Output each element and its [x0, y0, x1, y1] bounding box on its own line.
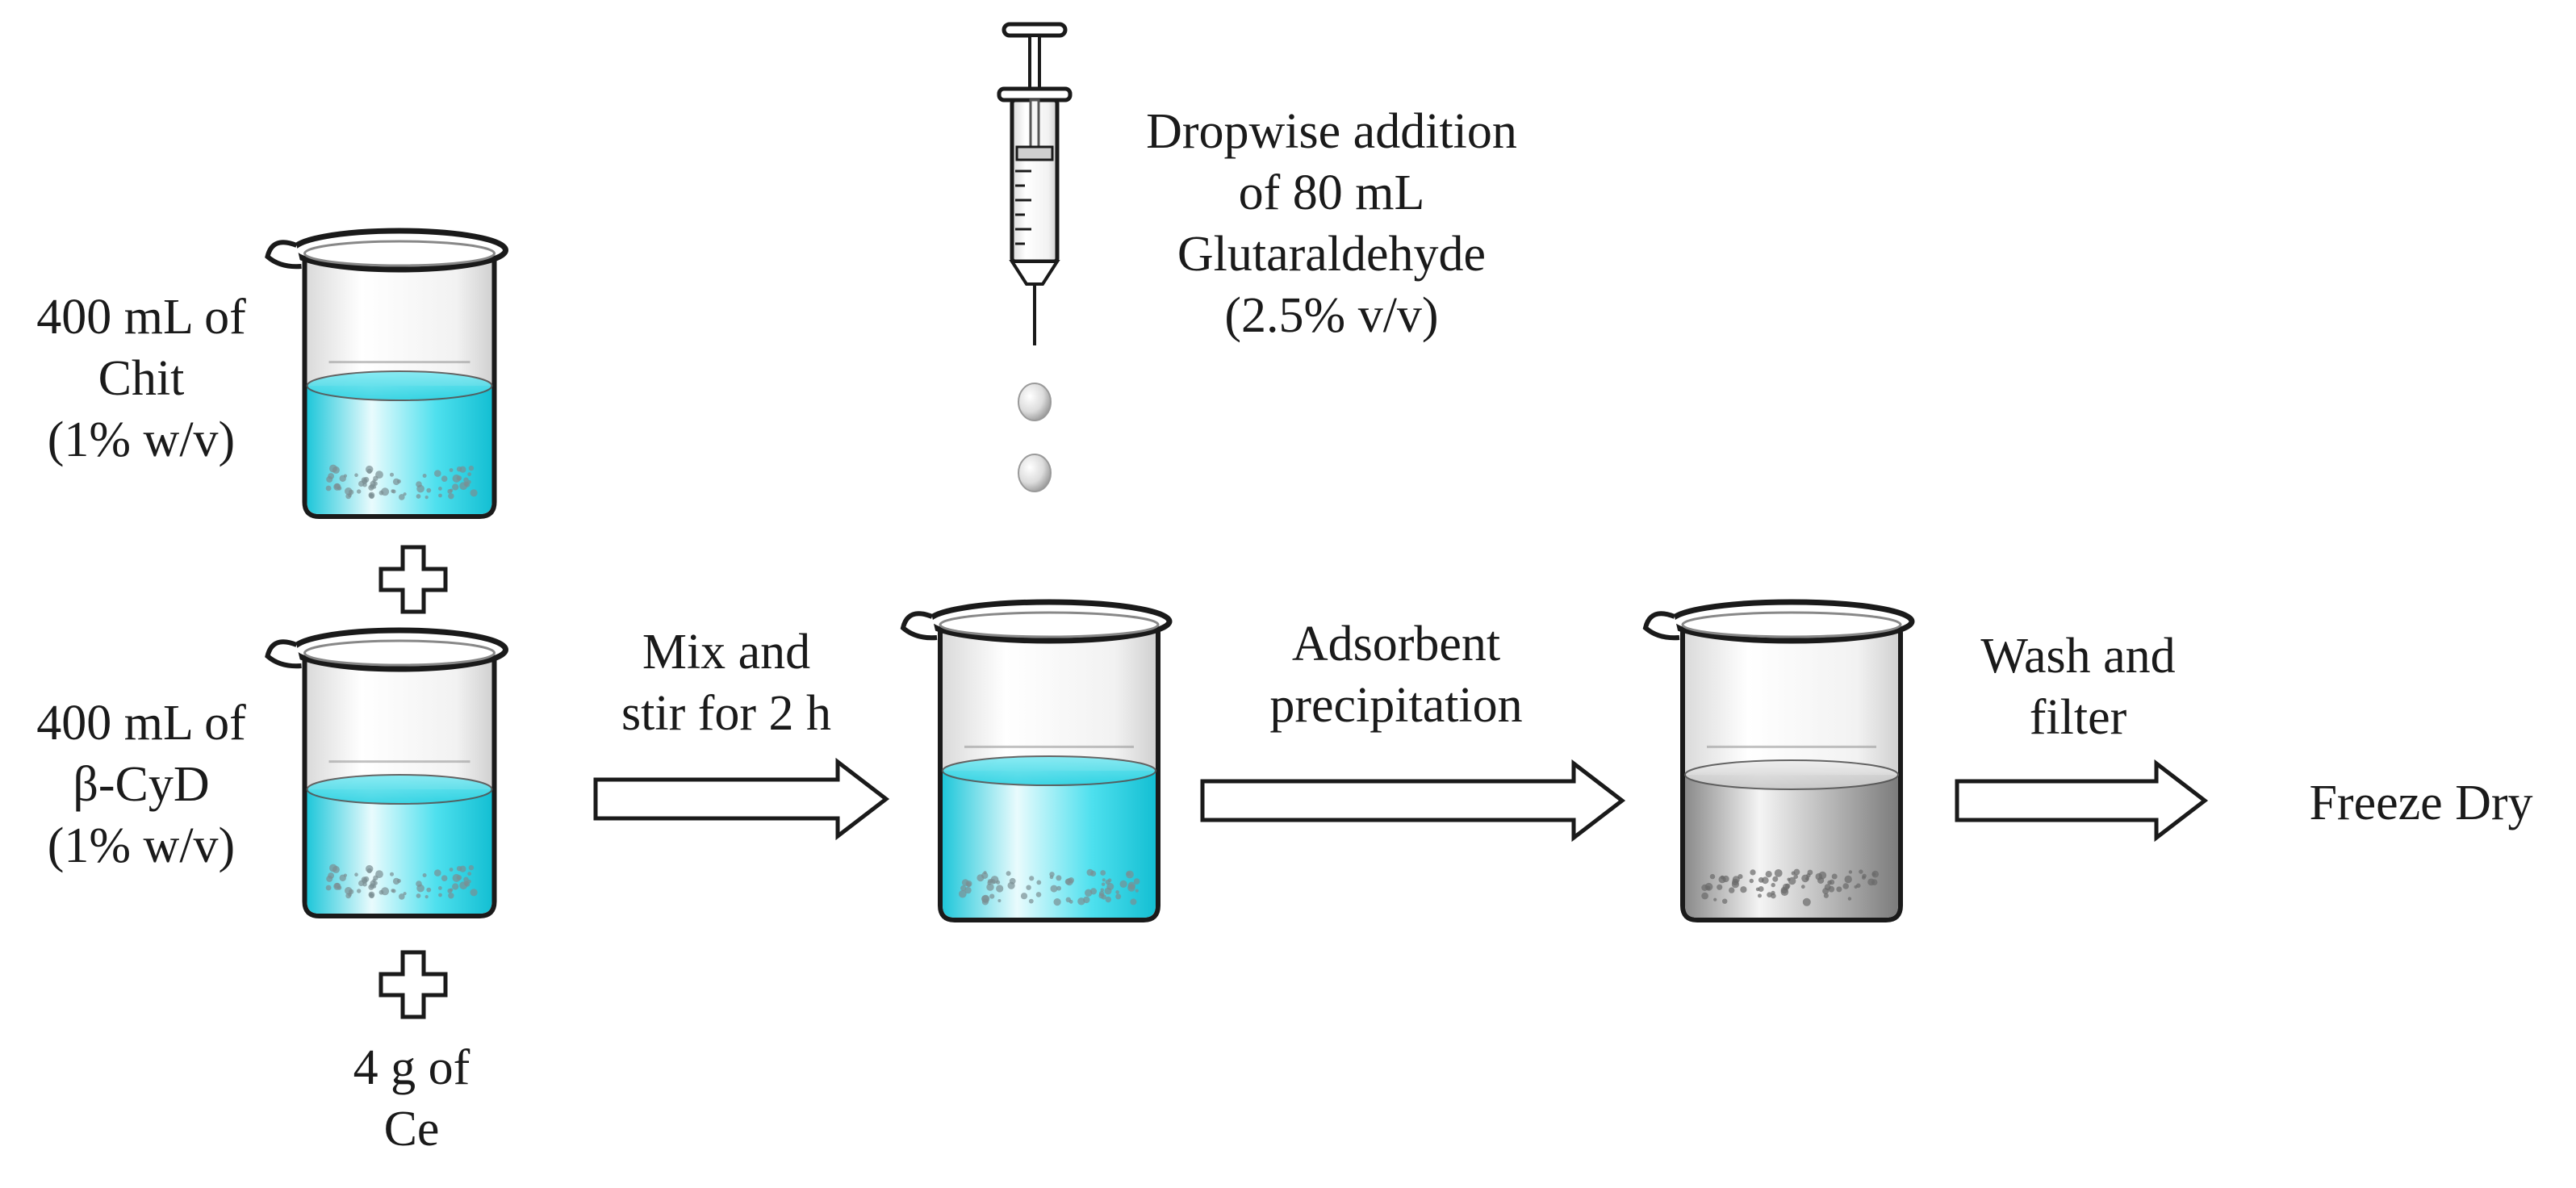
label-precipitation-line: Adsorbent	[1291, 617, 1501, 671]
label-ce-line: 4 g of	[353, 1040, 470, 1095]
label-chit-line: 400 mL of	[36, 290, 246, 345]
label-mix: Mix and stir for 2 h	[581, 621, 872, 744]
beaker-mixture-icon	[900, 599, 1173, 922]
droplet-icon	[1018, 454, 1052, 492]
sediment	[325, 464, 478, 500]
label-mix-line: Mix and	[642, 625, 811, 680]
label-cyd-line: 400 mL of	[36, 696, 246, 751]
label-precipitation-line: precipitation	[1269, 678, 1523, 733]
arrow-right-icon	[593, 757, 890, 841]
label-mix-line: stir for 2 h	[621, 686, 832, 741]
label-glutaraldehyde: Dropwise addition of 80 mL Glutaraldehyd…	[1081, 101, 1582, 346]
label-freeze-dry: Freeze Dry	[2284, 772, 2558, 834]
label-cyd: 400 mL of β-CyD (1% w/v)	[8, 692, 274, 876]
label-chit-line: (1% w/v)	[47, 412, 236, 467]
label-glutaraldehyde-line: Glutaraldehyde	[1177, 227, 1487, 282]
label-cyd-line: β-CyD	[73, 757, 210, 812]
beaker-chitosan-icon	[265, 228, 508, 519]
plus-icon	[378, 545, 448, 614]
label-wash-line: filter	[2029, 690, 2127, 745]
droplet-icon	[1018, 383, 1052, 421]
label-glutaraldehyde-line: Dropwise addition	[1146, 104, 1517, 159]
label-glutaraldehyde-line: (2.5% v/v)	[1224, 288, 1439, 343]
label-wash: Wash and filter	[1953, 625, 2203, 748]
beaker-precipitate-icon	[1642, 599, 1915, 922]
syringe-icon	[997, 22, 1073, 492]
label-ce-line: Ce	[383, 1102, 440, 1157]
sediment	[325, 864, 478, 900]
plus-icon	[378, 950, 448, 1019]
sediment	[1701, 868, 1879, 906]
arrow-right-icon	[1955, 759, 2209, 843]
label-chit-line: Chit	[98, 351, 185, 406]
label-cyd-line: (1% w/v)	[47, 818, 236, 873]
label-wash-line: Wash and	[1980, 629, 2176, 684]
beaker-cyclodextrin-icon	[265, 627, 508, 918]
label-glutaraldehyde-line: of 80 mL	[1238, 165, 1425, 220]
label-ce: 4 g of Ce	[291, 1037, 533, 1160]
sediment	[959, 868, 1140, 906]
label-chit: 400 mL of Chit (1% w/v)	[8, 287, 274, 471]
arrow-right-icon	[1200, 759, 1626, 843]
label-precipitation: Adsorbent precipitation	[1227, 613, 1566, 736]
label-freeze-dry-line: Freeze Dry	[2309, 776, 2533, 830]
